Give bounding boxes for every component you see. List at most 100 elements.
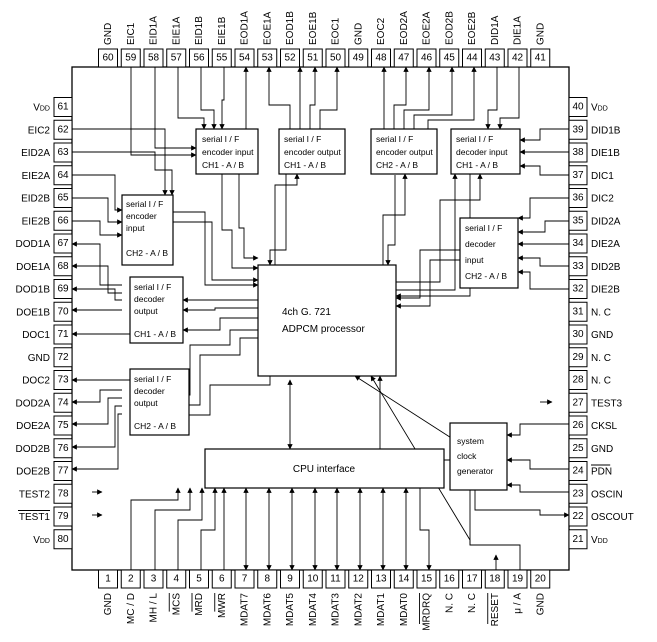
pin-label: MC / D: [126, 593, 137, 624]
pin-number: 41: [535, 53, 547, 64]
svg-text:encoder output: encoder output: [284, 147, 341, 157]
pin-number: 73: [57, 375, 69, 386]
pin-number: 77: [57, 466, 69, 477]
pin-label: MDAT3: [331, 593, 342, 627]
pin-label: EIE2A: [22, 171, 51, 182]
pin-number: 7: [242, 574, 248, 585]
pin-label: DIE1A: [513, 16, 524, 45]
svg-text:CH2 - A / B: CH2 - A / B: [134, 421, 176, 431]
pin-number: 42: [512, 53, 524, 64]
block-encoder-output-ch2: serial I / F encoder output CH2 - A / B: [370, 128, 438, 175]
pin-label: DOE1A: [16, 262, 50, 273]
pin-label: GND: [535, 23, 546, 45]
pin-label: DIE2B: [591, 285, 620, 296]
pin-label: EID2B: [21, 194, 50, 205]
pin-41-gnd: 41 GND: [530, 23, 551, 68]
pin-label: DIE2A: [591, 239, 620, 250]
svg-text:serial I / F: serial I / F: [456, 134, 493, 144]
pin-label: MDAT2: [353, 593, 364, 627]
pin-label: VDD: [591, 535, 608, 546]
pin-label: EOC1: [331, 17, 342, 45]
svg-text:CH1 - A / B: CH1 - A / B: [456, 160, 498, 170]
svg-text:CH2 - A / B: CH2 - A / B: [376, 160, 418, 170]
pin-number: 39: [572, 124, 584, 135]
pin-label: MRD: [194, 593, 205, 616]
pin-label: GND: [103, 593, 114, 615]
pins-layer: 60GND59EIC158EID1A57EIE1A56EID1B55EIE1B5…: [16, 11, 634, 631]
pin-number: 80: [57, 534, 69, 545]
pin-number: 75: [57, 420, 69, 431]
pin-number: 28: [572, 375, 584, 386]
pin-number: 68: [57, 261, 69, 272]
pin-number: 47: [398, 53, 410, 64]
pin-label: VDD: [33, 535, 50, 546]
pin-number: 20: [535, 574, 547, 585]
svg-text:CH1 - A / B: CH1 - A / B: [284, 160, 326, 170]
internal-wiring: [71, 66, 570, 571]
pin-number: 74: [57, 397, 69, 408]
pin-number: 31: [572, 306, 584, 317]
pin-label: EID1A: [149, 16, 160, 45]
pin-number: 10: [307, 574, 319, 585]
pin-label: MDAT0: [399, 593, 410, 627]
pin-68-doe1a: 68 DOE1A: [16, 256, 73, 277]
pin-number: 50: [330, 53, 342, 64]
svg-text:encoder: encoder: [126, 211, 157, 221]
svg-text:CH1 - A / B: CH1 - A / B: [202, 160, 244, 170]
pin-17-n-c: 17N. C: [462, 569, 482, 613]
pin-number: 27: [572, 397, 584, 408]
pin-label: GND: [353, 23, 364, 45]
block-encoder-input-ch1: serial I / F encoder input CH1 - A / B: [195, 128, 259, 175]
pin-label: DOE2B: [16, 467, 50, 478]
pin-16-n-c: 16N. C: [439, 569, 460, 613]
svg-text:serial I / F: serial I / F: [126, 199, 163, 209]
pin-number: 11: [330, 574, 341, 585]
block-adpcm-processor: 4ch G. 721 ADPCM processor: [257, 264, 397, 377]
pin-number: 3: [151, 574, 157, 585]
pin-number: 60: [102, 53, 114, 64]
svg-text:decoder: decoder: [134, 386, 165, 396]
pin-number: 67: [57, 238, 69, 249]
pin-label: RESET: [490, 593, 501, 626]
pin-number: 14: [398, 574, 410, 585]
svg-text:input: input: [126, 223, 145, 233]
pin-label: MWR: [217, 593, 228, 618]
pin-number: 36: [572, 193, 584, 204]
pin-label: EIC1: [126, 22, 137, 45]
pin-number: 15: [421, 574, 433, 585]
pin-label: DOC2: [22, 376, 50, 387]
pin-number: 8: [264, 574, 270, 585]
pin-label: MDAT7: [240, 593, 251, 627]
svg-text:CPU interface: CPU interface: [293, 464, 356, 475]
pin-number: 30: [572, 329, 584, 340]
pin-label: VDD: [33, 103, 50, 114]
pin-number: 5: [196, 574, 202, 585]
block-encoder-output-ch1: serial I / F encoder output CH1 - A / B: [278, 128, 346, 175]
pin-number: 56: [193, 53, 205, 64]
pin-label: EOD2A: [399, 11, 410, 45]
